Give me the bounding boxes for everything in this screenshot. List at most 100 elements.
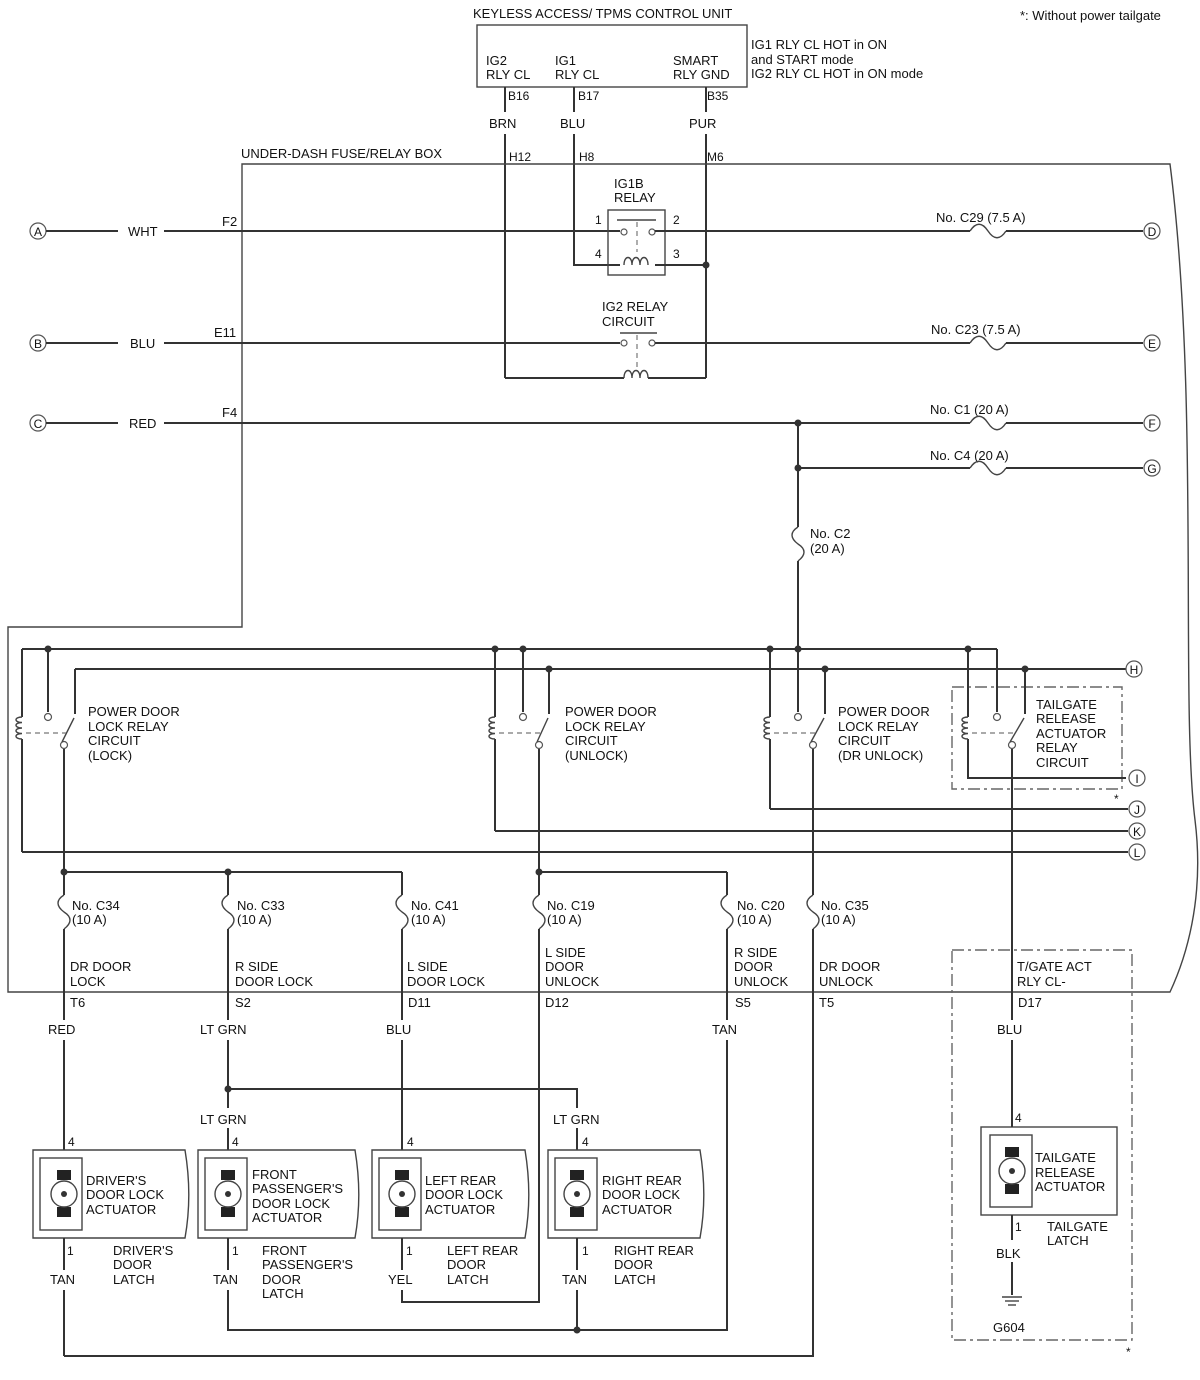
func-c41-1: L SIDE: [407, 959, 448, 974]
relay-unlock-line2: LOCK RELAY: [565, 719, 646, 734]
actuator-tailgate-inner: [989, 1134, 1033, 1208]
func-tailgate-2: RLY CL-: [1017, 974, 1066, 989]
connector-g: [1143, 459, 1161, 477]
func-c33-2: DOOR LOCK: [235, 974, 313, 989]
fuse-c34-line2: (10 A): [72, 912, 107, 927]
actuator-lr-top-pin: 4: [407, 1135, 414, 1149]
pin-d17: D17: [1018, 995, 1042, 1010]
actuator-fp-body: [197, 1149, 360, 1239]
cu-wire-brn: BRN: [489, 116, 516, 131]
fuse-c34: [57, 894, 71, 930]
ig1b-relay-line2: RELAY: [614, 190, 656, 205]
wire-ltgrn-out-label: LT GRN: [200, 1022, 246, 1037]
wire-dr-unlock: [64, 929, 814, 1357]
latch-rr-line2: DOOR: [614, 1257, 653, 1272]
wire-l-unlock: [408, 929, 540, 1303]
connector-e-label: E: [1148, 337, 1156, 351]
func-c34-1: DR DOOR: [70, 959, 131, 974]
fuse-c1: [969, 415, 1007, 431]
connector-k-label: K: [1133, 825, 1141, 839]
actuator-fp-brush-bottom: [221, 1207, 235, 1217]
pin-f2: F2: [222, 214, 237, 229]
pin-s2: S2: [235, 995, 251, 1010]
latch-lr-line2: DOOR: [447, 1257, 486, 1272]
relay-lock-line3: CIRCUIT: [88, 733, 141, 748]
relay-unlock-coil: [488, 716, 496, 740]
ig2-relay-line2: CIRCUIT: [602, 314, 655, 329]
actuator-lr-bottom-wire: YEL: [388, 1272, 413, 1287]
actuator-driver: 4 DRIVER'S DOOR LOCK ACTUATOR 1 TAN DRIV…: [32, 1135, 190, 1356]
connector-b-label: B: [34, 337, 42, 351]
wire-blu-in-label: BLU: [130, 336, 155, 351]
relay-unlock-line1: POWER DOOR: [565, 704, 657, 719]
motor-shaft-icon: [399, 1191, 405, 1197]
actuator-rr-bottom-pin: 1: [582, 1244, 589, 1258]
actuator-rr-line1: RIGHT REAR: [602, 1173, 682, 1188]
ig1b-pin-2: 2: [673, 213, 680, 227]
latch-rr-line1: RIGHT REAR: [614, 1243, 694, 1258]
relay-tailgate-coil-wire: [967, 649, 1126, 779]
actuator-driver-brush-top: [57, 1170, 71, 1180]
relay-drunlock-line2: LOCK RELAY: [838, 719, 919, 734]
func-c20-1: R SIDE: [734, 945, 778, 960]
ig1b-contact-left: [620, 228, 628, 236]
relay-dr-unlock: POWER DOOR LOCK RELAY CIRCUIT (DR UNLOCK…: [763, 649, 930, 895]
cu-note-2: and START mode: [751, 52, 854, 67]
actuator-fp-line2: PASSENGER'S: [252, 1181, 343, 1196]
relay-lock-line4: (LOCK): [88, 748, 132, 763]
ig1b-relay-box: [607, 209, 666, 276]
actuator-driver-top-pin: 4: [68, 1135, 75, 1149]
actuator-tailgate-body: [980, 1126, 1118, 1216]
tailgate-optional-box: [951, 949, 1133, 1341]
latch-driver-line2: DOOR: [113, 1257, 152, 1272]
actuator-driver-body: [32, 1149, 190, 1239]
relay-drunlock-switch: [810, 717, 825, 743]
ground-g604: G604: [993, 1320, 1025, 1335]
ig1b-pin-3: 3: [673, 247, 680, 261]
connector-c-label: C: [34, 417, 43, 431]
fuse-c41-line2: (10 A): [411, 912, 446, 927]
connector-h: [1125, 660, 1143, 678]
wire-ltgrn-fp-label: LT GRN: [200, 1112, 246, 1127]
cu-pin-b17: B17: [578, 89, 600, 103]
actuator-tailgate-brush-bottom: [1005, 1184, 1019, 1194]
actuator-tailgate-line2: RELEASE: [1035, 1165, 1095, 1180]
relay-tailgate-line3: ACTUATOR: [1036, 726, 1106, 741]
cu-term-ig1-line1: IG1: [555, 53, 576, 68]
func-c41-2: DOOR LOCK: [407, 974, 485, 989]
pin-f4: F4: [222, 405, 237, 420]
fuse-c29: [969, 223, 1007, 239]
wire-blu-ig1: [573, 87, 620, 266]
cu-term-gnd-line2: RLY GND: [673, 67, 730, 82]
relay-unlock-contact-a: [518, 712, 528, 722]
fuse-c20: [720, 894, 734, 930]
fuse-c19-line2: (10 A): [547, 912, 582, 927]
connector-h-label: H: [1130, 663, 1139, 677]
branch-fuses: No. C34 (10 A) No. C33 (10 A) No. C41 (1…: [57, 868, 1092, 1010]
wire-red-out-label: RED: [48, 1022, 75, 1037]
actuator-rr-line3: ACTUATOR: [602, 1202, 672, 1217]
fuse-c33-line2: (10 A): [237, 912, 272, 927]
actuator-fp-inner: [204, 1157, 248, 1231]
motor-icon: [563, 1180, 591, 1208]
actuator-tailgate-line1: TAILGATE: [1035, 1150, 1096, 1165]
cu-note-1: IG1 RLY CL HOT in ON: [751, 37, 887, 52]
fuse-c34-line1: No. C34: [72, 898, 120, 913]
wire-blu-out-label: BLU: [386, 1022, 411, 1037]
relay-drunlock-contact-a: [793, 712, 803, 722]
motor-shaft-icon: [61, 1191, 67, 1197]
relay-tailgate-switch: [1009, 717, 1025, 743]
func-c33-1: R SIDE: [235, 959, 279, 974]
actuator-fp-brush-top: [221, 1170, 235, 1180]
cu-pin-b16: B16: [508, 89, 530, 103]
latch-driver-line1: DRIVER'S: [113, 1243, 174, 1258]
actuator-tailgate: 4 TAILGATE RELEASE ACTUATOR 1 BLK TAILGA…: [951, 949, 1133, 1359]
connector-j-label: J: [1134, 803, 1140, 817]
cu-wire-blu: BLU: [560, 116, 585, 131]
relay-bus: H: [22, 645, 1143, 678]
fuse-c20-line1: No. C20: [737, 898, 785, 913]
connector-l: [1128, 843, 1146, 861]
pin-t6: T6: [70, 995, 85, 1010]
junction-branch-1: [60, 868, 68, 876]
relay-unlock-contact-b: [534, 740, 544, 750]
